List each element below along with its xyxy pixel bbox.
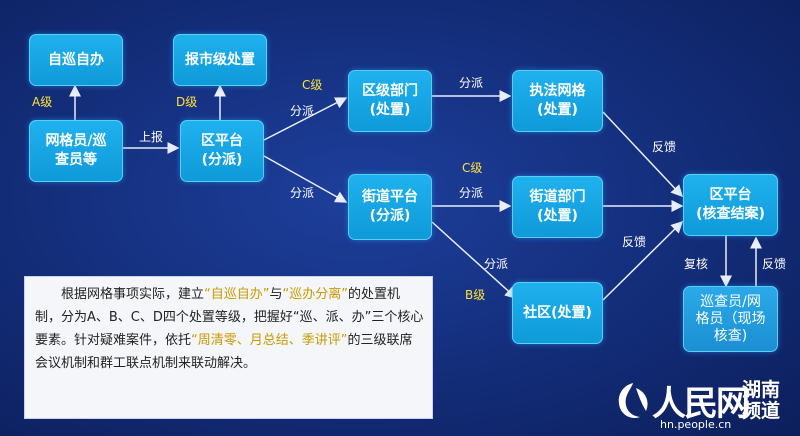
city-handle-box: 报市级处置 [173, 34, 267, 86]
box-label: 区平台 (核查结案) [696, 187, 765, 222]
box-label: 街道平台 (分派) [362, 189, 418, 224]
grid-staff-box: 网格员/巡 查员等 [29, 120, 123, 182]
recheck-label: 复核 [684, 257, 709, 271]
box-label: 区平台 (分派) [201, 133, 243, 168]
a-level-label: A级 [32, 95, 53, 109]
report-up-label: 上报 [139, 130, 164, 144]
logo-site: hn.people.cn [660, 418, 732, 431]
box-label: 巡查员/网 格员（现场 核查) [695, 293, 766, 344]
note-text: 与 [269, 287, 283, 302]
street-platform-box: 街道平台 (分派) [348, 174, 432, 240]
box-label: 执法网格 (处置) [529, 83, 586, 118]
feedback-label: 反馈 [652, 140, 677, 154]
note-text: 的三级联席会议机制和群工联点机制来联动解决。 [35, 333, 413, 371]
c-level-top-label: C级 [302, 78, 323, 92]
box-label: 自巡自办 [48, 51, 104, 68]
assign-label: 分派 [290, 104, 315, 118]
assign-label: 分派 [484, 257, 509, 271]
note-text: 的处置机制，分为A、B、C、D四个处置等级，把握好“巡、派、办”三个核心要素。针… [35, 287, 424, 348]
box-label: 社区(处置) [523, 304, 592, 321]
community-box: 社区(处置) [512, 282, 603, 344]
b-level-label: B级 [465, 288, 486, 302]
note-highlight: “巡办分离” [282, 287, 348, 302]
logo-channel: 湖南频道 [742, 379, 781, 422]
box-label: 报市级处置 [185, 51, 255, 68]
box-label: 网格员/巡 查员等 [45, 133, 107, 168]
assign-label: 分派 [290, 186, 315, 200]
box-label: 区级部门 (处置) [362, 83, 418, 118]
box-label: 街道部门 (处置) [529, 189, 586, 224]
assign-label: 分派 [459, 76, 484, 90]
note-highlight: “周清零、月总结、季讲评” [191, 333, 348, 348]
d-level-label: D级 [176, 95, 198, 109]
feedback-label: 反馈 [762, 257, 787, 271]
district-close-box: 区平台 (核查结案) [683, 174, 778, 236]
street-dept-box: 街道部门 (处置) [512, 176, 603, 238]
inspector-box: 巡查员/网 格员（现场 核查) [683, 286, 778, 352]
district-platform-box: 区平台 (分派) [180, 120, 264, 182]
logo-name: 人民网 [652, 384, 750, 424]
law-grid-box: 执法网格 (处置) [512, 70, 603, 132]
district-dept-box: 区级部门 (处置) [348, 70, 432, 132]
people-logo-icon [618, 383, 648, 418]
assign-label: 分派 [459, 186, 484, 200]
c-level-mid-label: C级 [462, 161, 483, 175]
feedback-label: 反馈 [622, 235, 647, 249]
description-note: 根据网格事项实际，建立“自巡自办”与“巡办分离”的处置机制，分为A、B、C、D四… [24, 276, 433, 419]
note-highlight: “自巡自办” [204, 287, 270, 302]
note-text: 根据网格事项实际，建立 [35, 287, 205, 302]
self-patrol-box: 自巡自办 [29, 34, 123, 86]
